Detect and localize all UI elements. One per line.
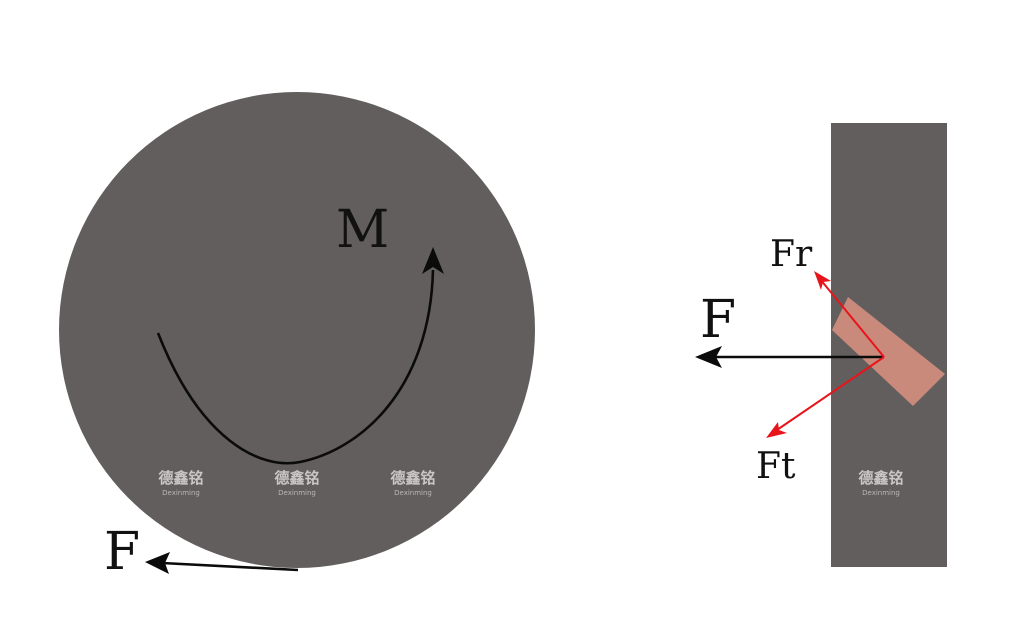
watermark-subtext: Dexinming: [278, 489, 316, 497]
watermark-3: 德鑫铭 Dexinming: [390, 469, 435, 497]
radial-force-arrow: [819, 278, 885, 358]
disc-body: [59, 92, 535, 568]
applied-force-label: F: [700, 290, 736, 350]
moment-arc: [156, 269, 435, 465]
watermark-text: 德鑫铭: [390, 469, 435, 487]
radial-force-label: Fr: [770, 234, 813, 275]
contact-patch: [832, 297, 945, 406]
tangential-force-arrow: [773, 356, 885, 433]
watermark-subtext: Dexinming: [862, 489, 900, 497]
watermark-subtext: Dexinming: [162, 489, 200, 497]
right-diagram: F Fr Ft 德鑫铭 Dexinming: [695, 123, 947, 567]
rim-force-arrowhead: [145, 552, 170, 574]
watermark-2: 德鑫铭 Dexinming: [274, 469, 319, 497]
left-diagram: M F 德鑫铭 Dexinming 德鑫铭 Dexinming 德鑫铭 Dexi…: [59, 92, 535, 582]
tangential-force-arrowhead: [766, 422, 787, 438]
moment-arrowhead: [422, 247, 444, 274]
watermark-1: 德鑫铭 Dexinming: [158, 469, 203, 497]
rim-force-arrow: [161, 561, 299, 572]
radial-force-arrowhead: [814, 271, 831, 290]
rim-force-label: F: [104, 522, 140, 582]
watermark-text: 德鑫铭: [158, 469, 203, 487]
watermark-text: 德鑫铭: [274, 469, 319, 487]
moment-label: M: [336, 200, 389, 260]
tangential-force-label: Ft: [756, 446, 796, 487]
watermark-subtext: Dexinming: [394, 489, 432, 497]
watermark-text: 德鑫铭: [858, 469, 903, 487]
watermark-4: 德鑫铭 Dexinming: [858, 469, 903, 497]
applied-force-arrowhead: [695, 346, 722, 368]
